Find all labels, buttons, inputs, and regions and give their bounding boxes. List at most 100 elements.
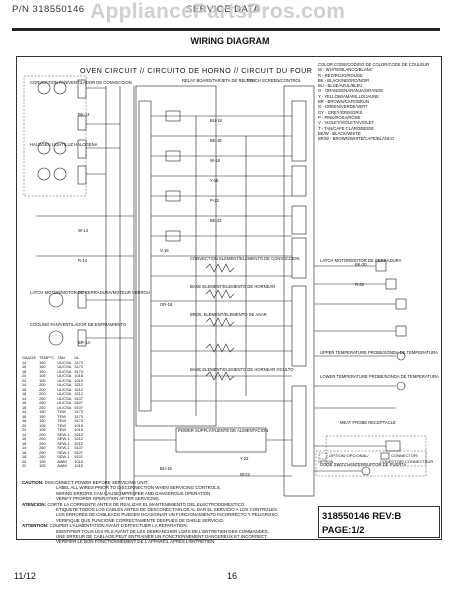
color-code-item: P - PINK/ROSA/ROSE — [318, 114, 361, 120]
color-code-item: R - RED/ROJO/ROUGE — [318, 72, 363, 78]
caution-line: LOS ERRORES DE CABLEADO PUEDEN OCASIONAR… — [22, 512, 314, 517]
table-cell: TEW — [57, 413, 66, 419]
table-cell: 1015 — [74, 458, 83, 464]
color-code-item: V - VIOLET/VIOLETA/VIOLET — [318, 120, 375, 126]
table-cell: 5107 — [74, 449, 83, 455]
caution-text: VERIFIQUE QUE FUNCIONE CORRECTAMENTE DES… — [56, 517, 225, 523]
table-cell: UL/CSA — [57, 400, 72, 405]
wire-code: BK-20 — [355, 262, 367, 267]
table-cell: 3173 — [74, 409, 83, 414]
caution-text: ETIQUETE TODOS LOS CABLES ANTES DE DESCO… — [56, 507, 279, 513]
table-cell: 250 — [39, 449, 46, 455]
color-code-item: Y - YELLOW/AMARILLO/JAUNE — [318, 93, 380, 99]
wire-code: W-22 — [240, 472, 250, 477]
label-touch-control: TOUCH SCREEN/CONTROL — [246, 78, 302, 83]
caution-text: VERIFIER LE BON FONCTIONNEMENT DE L'APPA… — [56, 539, 216, 545]
caution-text: UNE ERREUR DE CABLAGE PEUT ENTRAINER UN … — [56, 534, 268, 540]
wire-code: R-22 — [355, 282, 365, 287]
table-cell: 5107 — [74, 454, 83, 459]
table-cell: SEW-1 — [57, 449, 70, 455]
table-cell: 3173 — [74, 368, 83, 374]
caution-lead: CAUTION: — [22, 480, 44, 485]
wire-code: BU-18 — [210, 118, 222, 123]
table-cell: 22 — [22, 427, 27, 432]
table-cell: 150 — [39, 409, 46, 414]
table-cell: 105 — [39, 373, 46, 378]
table-cell: 14 — [22, 395, 27, 401]
table-cell: 105 — [39, 463, 46, 468]
table-cell: 3212 — [74, 386, 83, 392]
table-cell: 1015 — [74, 373, 83, 378]
table-cell: 250 — [39, 404, 46, 410]
table-cell: 16 — [22, 386, 27, 392]
connector-icon — [380, 452, 390, 460]
label-convection-element: CONVECTION ELEMENT/ELEMENTO DE CONVECCIO… — [190, 256, 300, 261]
table-cell: UL/CSA — [57, 386, 72, 392]
convection-fan-motor-symbol — [37, 81, 51, 95]
color-code-item: W - WHITE/BLANCO/BLANC — [318, 67, 373, 73]
table-cell: 105 — [39, 422, 46, 428]
caution-line: VERIFIER LE BON FONCTIONNEMENT DE L'APPA… — [22, 539, 314, 544]
page-title: WIRING DIAGRAM — [190, 36, 270, 46]
table-cell: 3173 — [74, 359, 83, 365]
table-cell: 20 — [22, 458, 27, 464]
table-cell: 3173 — [74, 418, 83, 423]
table-cell: TEW — [57, 409, 66, 414]
table-cell: 20 — [22, 373, 27, 378]
table-cell: 3173 — [74, 413, 83, 419]
table-cell: AWM — [57, 458, 67, 464]
color-code-item: BR/W - BROWN/WHITE/CAFE/BLANCO — [318, 136, 395, 142]
table-header: GAUGE — [22, 355, 37, 360]
option-label: OPTION/ OPCIONAL/ OPTION — [318, 453, 369, 464]
table-cell: 150 — [39, 368, 46, 374]
table-cell: 16 — [22, 413, 27, 419]
table-cell: 200 — [39, 382, 46, 387]
caution-text: COUPER L'ALIMENTATION AVANT D'EFFECTUER … — [49, 523, 188, 529]
table-cell: 150 — [39, 359, 46, 365]
table-cell: 16 — [22, 449, 27, 455]
document-page: PAGE:1/2 — [322, 525, 365, 536]
wire-code: BU-16 — [160, 466, 172, 471]
color-code-item: BK/W - BLACK/WHITE — [318, 130, 361, 136]
label-latch-motor-right: LATCH MOTOR/MOTOR DE CERRADURA — [320, 258, 402, 263]
footer-page-number: 16 — [227, 571, 238, 581]
caution-text: WIRING ERRORS CAN CAUSE IMPROPER AND DAN… — [56, 490, 212, 496]
table-cell: 105 — [39, 458, 46, 464]
table-cell: UL/CSA — [57, 364, 72, 369]
wire-code: P-22 — [210, 198, 219, 203]
table-cell: UL/CSA — [57, 368, 72, 374]
wire-code: Y-18 — [210, 178, 219, 183]
table-cell: UL/CSA — [57, 404, 72, 410]
table-cell: 22 — [22, 463, 27, 468]
table-cell: 200 — [39, 436, 46, 441]
table-cell: 3173 — [74, 364, 83, 369]
table-cell: 200 — [39, 431, 46, 437]
wire-code: W-18 — [210, 158, 220, 163]
table-cell: UL/CSA — [57, 373, 72, 378]
color-code-item: GY - GREY/GRIS/GRIS — [318, 109, 363, 115]
color-code-legend: COLOR CODE/CODIGO DE COLOR/CODE DE COULE… — [318, 62, 436, 177]
color-code-item: BU - BLUE/AZUL/BLEU — [318, 83, 363, 89]
wire-code: BR-14 — [78, 340, 90, 345]
table-row: 20 105 AWM 1015 — [22, 458, 86, 465]
table-cell: 5107 — [74, 445, 83, 450]
caution-notice: CAUTION: DISCONNECT POWER BEFORE SERVICI… — [22, 480, 314, 545]
halogen-light-symbol — [37, 141, 51, 155]
table-cell: 18 — [22, 440, 27, 446]
table-cell: 18 — [22, 454, 27, 459]
wire-code: W-14 — [78, 228, 88, 233]
color-code-item: O - ORANGE/NARANJA/ORANGE — [318, 88, 384, 94]
